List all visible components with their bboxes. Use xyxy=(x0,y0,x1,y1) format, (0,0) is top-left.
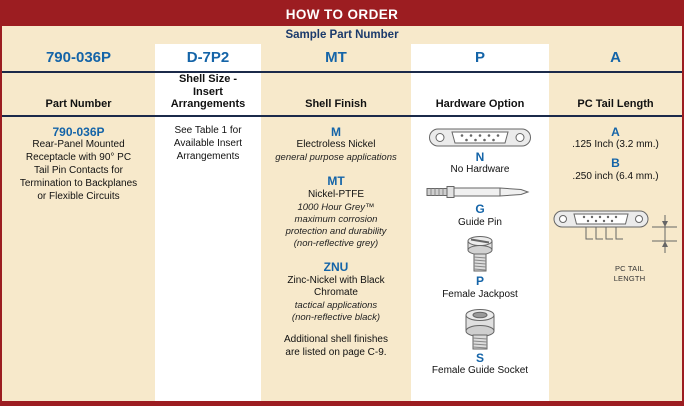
part-number-code: 790-036P xyxy=(52,125,105,139)
shell-finish-column: M Electroless Nickel general purpose app… xyxy=(261,117,411,401)
hardware-option-female-jackpost: P Female Jackpost xyxy=(411,234,549,301)
shell-finish-option-znu: ZNU Zinc-Nickel with Black Chromate tact… xyxy=(261,260,411,324)
table-title: HOW TO ORDER xyxy=(2,2,682,26)
hardware-label-n: No Hardware xyxy=(450,164,510,176)
hardware-option-guide-pin: G Guide Pin xyxy=(411,182,549,229)
column-header-part-number: Part Number xyxy=(2,73,155,115)
pc-tail-code-a: A xyxy=(611,125,620,139)
pc-tail-label-b: .250 inch (6.4 mm.) xyxy=(572,170,659,182)
pc-tail-connector-diagram xyxy=(553,210,677,254)
guide-pin-icon xyxy=(426,186,530,199)
sample-codes-row: 790-036P D-7P2 MT P A xyxy=(2,44,682,71)
shell-finish-code-znu: ZNU xyxy=(323,260,349,275)
hardware-code-p: P xyxy=(475,274,484,289)
hardware-label-p: Female Jackpost xyxy=(442,288,518,300)
pc-tail-option-b: B .250 inch (6.4 mm.) xyxy=(549,156,682,183)
shell-size-column: See Table 1 for Available Insert Arrange… xyxy=(155,117,261,401)
column-header-shell-size: Shell Size - Insert Arrangements xyxy=(155,73,261,115)
pc-tail-length-column: A .125 Inch (3.2 mm.) B .250 inch (6.4 m… xyxy=(549,117,682,401)
pc-tail-code-b: B xyxy=(611,156,620,171)
shell-finish-code-mt: MT xyxy=(327,174,345,189)
shell-finish-note-znu: tactical applications (non-reflective bl… xyxy=(291,300,381,324)
pc-tail-length-label: PC TAIL LENGTH xyxy=(613,264,646,283)
sample-code-part-number: 790-036P xyxy=(2,44,155,71)
hardware-option-no-hardware: N No Hardware xyxy=(411,125,549,177)
shell-finish-name-znu: Zinc-Nickel with Black Chromate xyxy=(287,274,385,299)
sample-code-shell-finish: MT xyxy=(261,44,411,71)
hardware-option-column: N No Hardware G Guide Pin xyxy=(411,117,549,401)
table-body: 790-036P Rear-Panel Mounted Receptacle w… xyxy=(2,117,682,401)
shell-finish-note-mt: 1000 Hour Grey™ maximum corrosion protec… xyxy=(285,201,387,249)
pc-tail-option-a: A .125 Inch (3.2 mm.) xyxy=(549,125,682,152)
shell-finish-footnote: Additional shell finishes are listed on … xyxy=(284,334,388,359)
hardware-label-g: Guide Pin xyxy=(458,216,502,228)
sample-part-number-heading: Sample Part Number xyxy=(2,26,682,44)
shell-finish-name-mt: Nickel-PTFE xyxy=(307,188,365,200)
dsub-connector-face-icon xyxy=(429,128,531,147)
part-number-column: 790-036P Rear-Panel Mounted Receptacle w… xyxy=(2,117,155,401)
column-header-pc-tail-length: PC Tail Length xyxy=(549,73,682,115)
shell-finish-name-m: Electroless Nickel xyxy=(296,139,376,151)
hardware-code-g: G xyxy=(475,202,485,217)
shell-size-note: See Table 1 for Available Insert Arrange… xyxy=(173,125,243,162)
column-headers-row: Part Number Shell Size - Insert Arrangem… xyxy=(2,71,682,117)
female-guide-socket-icon xyxy=(465,308,495,350)
sample-code-pc-tail: A xyxy=(549,44,682,71)
column-header-hardware-option: Hardware Option xyxy=(411,73,549,115)
shell-finish-code-m: M xyxy=(331,125,341,139)
shell-finish-note-m: general purpose applications xyxy=(275,152,397,164)
hardware-code-s: S xyxy=(475,350,484,365)
sample-code-hardware: P xyxy=(411,44,549,71)
female-jackpost-icon xyxy=(467,236,493,272)
hardware-label-s: Female Guide Socket xyxy=(431,364,529,376)
hardware-option-female-guide-socket: S Female Guide Socket xyxy=(411,307,549,378)
shell-finish-option-m: M Electroless Nickel general purpose app… xyxy=(261,125,411,164)
part-number-description: Rear-Panel Mounted Receptacle with 90° P… xyxy=(19,139,138,202)
pc-tail-label-a: .125 Inch (3.2 mm.) xyxy=(572,139,659,151)
sample-code-shell-size: D-7P2 xyxy=(155,44,261,71)
column-header-shell-finish: Shell Finish xyxy=(261,73,411,115)
shell-finish-option-mt: MT Nickel-PTFE 1000 Hour Grey™ maximum c… xyxy=(261,174,411,250)
hardware-code-n: N xyxy=(475,150,485,164)
